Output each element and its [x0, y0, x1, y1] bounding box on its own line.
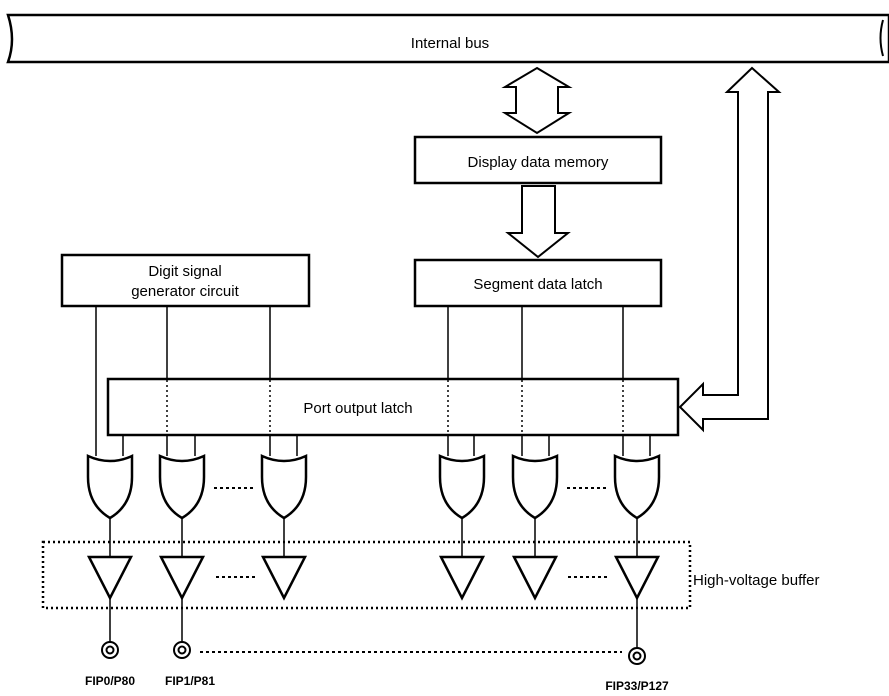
or-gate-3	[260, 454, 308, 520]
buffer-2	[158, 555, 206, 601]
or-gate-1	[86, 454, 134, 520]
digit-generator-label-line2: generator circuit	[131, 283, 239, 300]
segment-data-latch-label: Segment data latch	[473, 276, 602, 293]
high-voltage-buffer-label: High-voltage buffer	[693, 572, 819, 589]
high-voltage-buffer-box	[41, 540, 692, 610]
buffer-4	[438, 555, 486, 601]
digit-generator-label-line1: Digit signal	[148, 263, 221, 280]
gate-to-buffer-lines	[109, 518, 638, 557]
pin-label-fip1: FIP1/P81	[165, 674, 215, 688]
port-output-latch-label: Port output latch	[303, 400, 412, 417]
memory-to-latch-arrow	[505, 185, 571, 259]
or-gate-6	[613, 454, 661, 520]
or-gate-2	[158, 454, 206, 520]
or-gate-5	[511, 454, 559, 520]
buffers	[86, 555, 661, 601]
pin-fip1	[173, 641, 191, 659]
pin-label-fip0: FIP0/P80	[85, 674, 135, 688]
pin-label-fip33: FIP33/P127	[605, 679, 669, 693]
or-gate-4	[438, 454, 486, 520]
bus-memory-bidirectional-arrow	[501, 66, 573, 135]
buffer-1	[86, 555, 134, 601]
bus-to-port-latch-arrow	[678, 66, 782, 433]
pin-lines	[109, 598, 638, 648]
buffer-5	[511, 555, 559, 601]
latch-output-lines	[122, 435, 651, 456]
segment-data-latch: Segment data latch	[413, 258, 663, 308]
pin-fip0	[101, 641, 119, 659]
buffer-6	[613, 555, 661, 601]
digit-signal-generator: Digit signal generator circuit	[60, 253, 311, 308]
display-data-memory-label: Display data memory	[468, 154, 609, 171]
pin-fip33	[628, 647, 646, 665]
buffer-3	[260, 555, 308, 601]
port-output-latch: Port output latch	[106, 377, 680, 437]
internal-bus: Internal bus	[6, 13, 889, 64]
display-data-memory: Display data memory	[413, 135, 663, 185]
internal-bus-label: Internal bus	[411, 35, 489, 52]
